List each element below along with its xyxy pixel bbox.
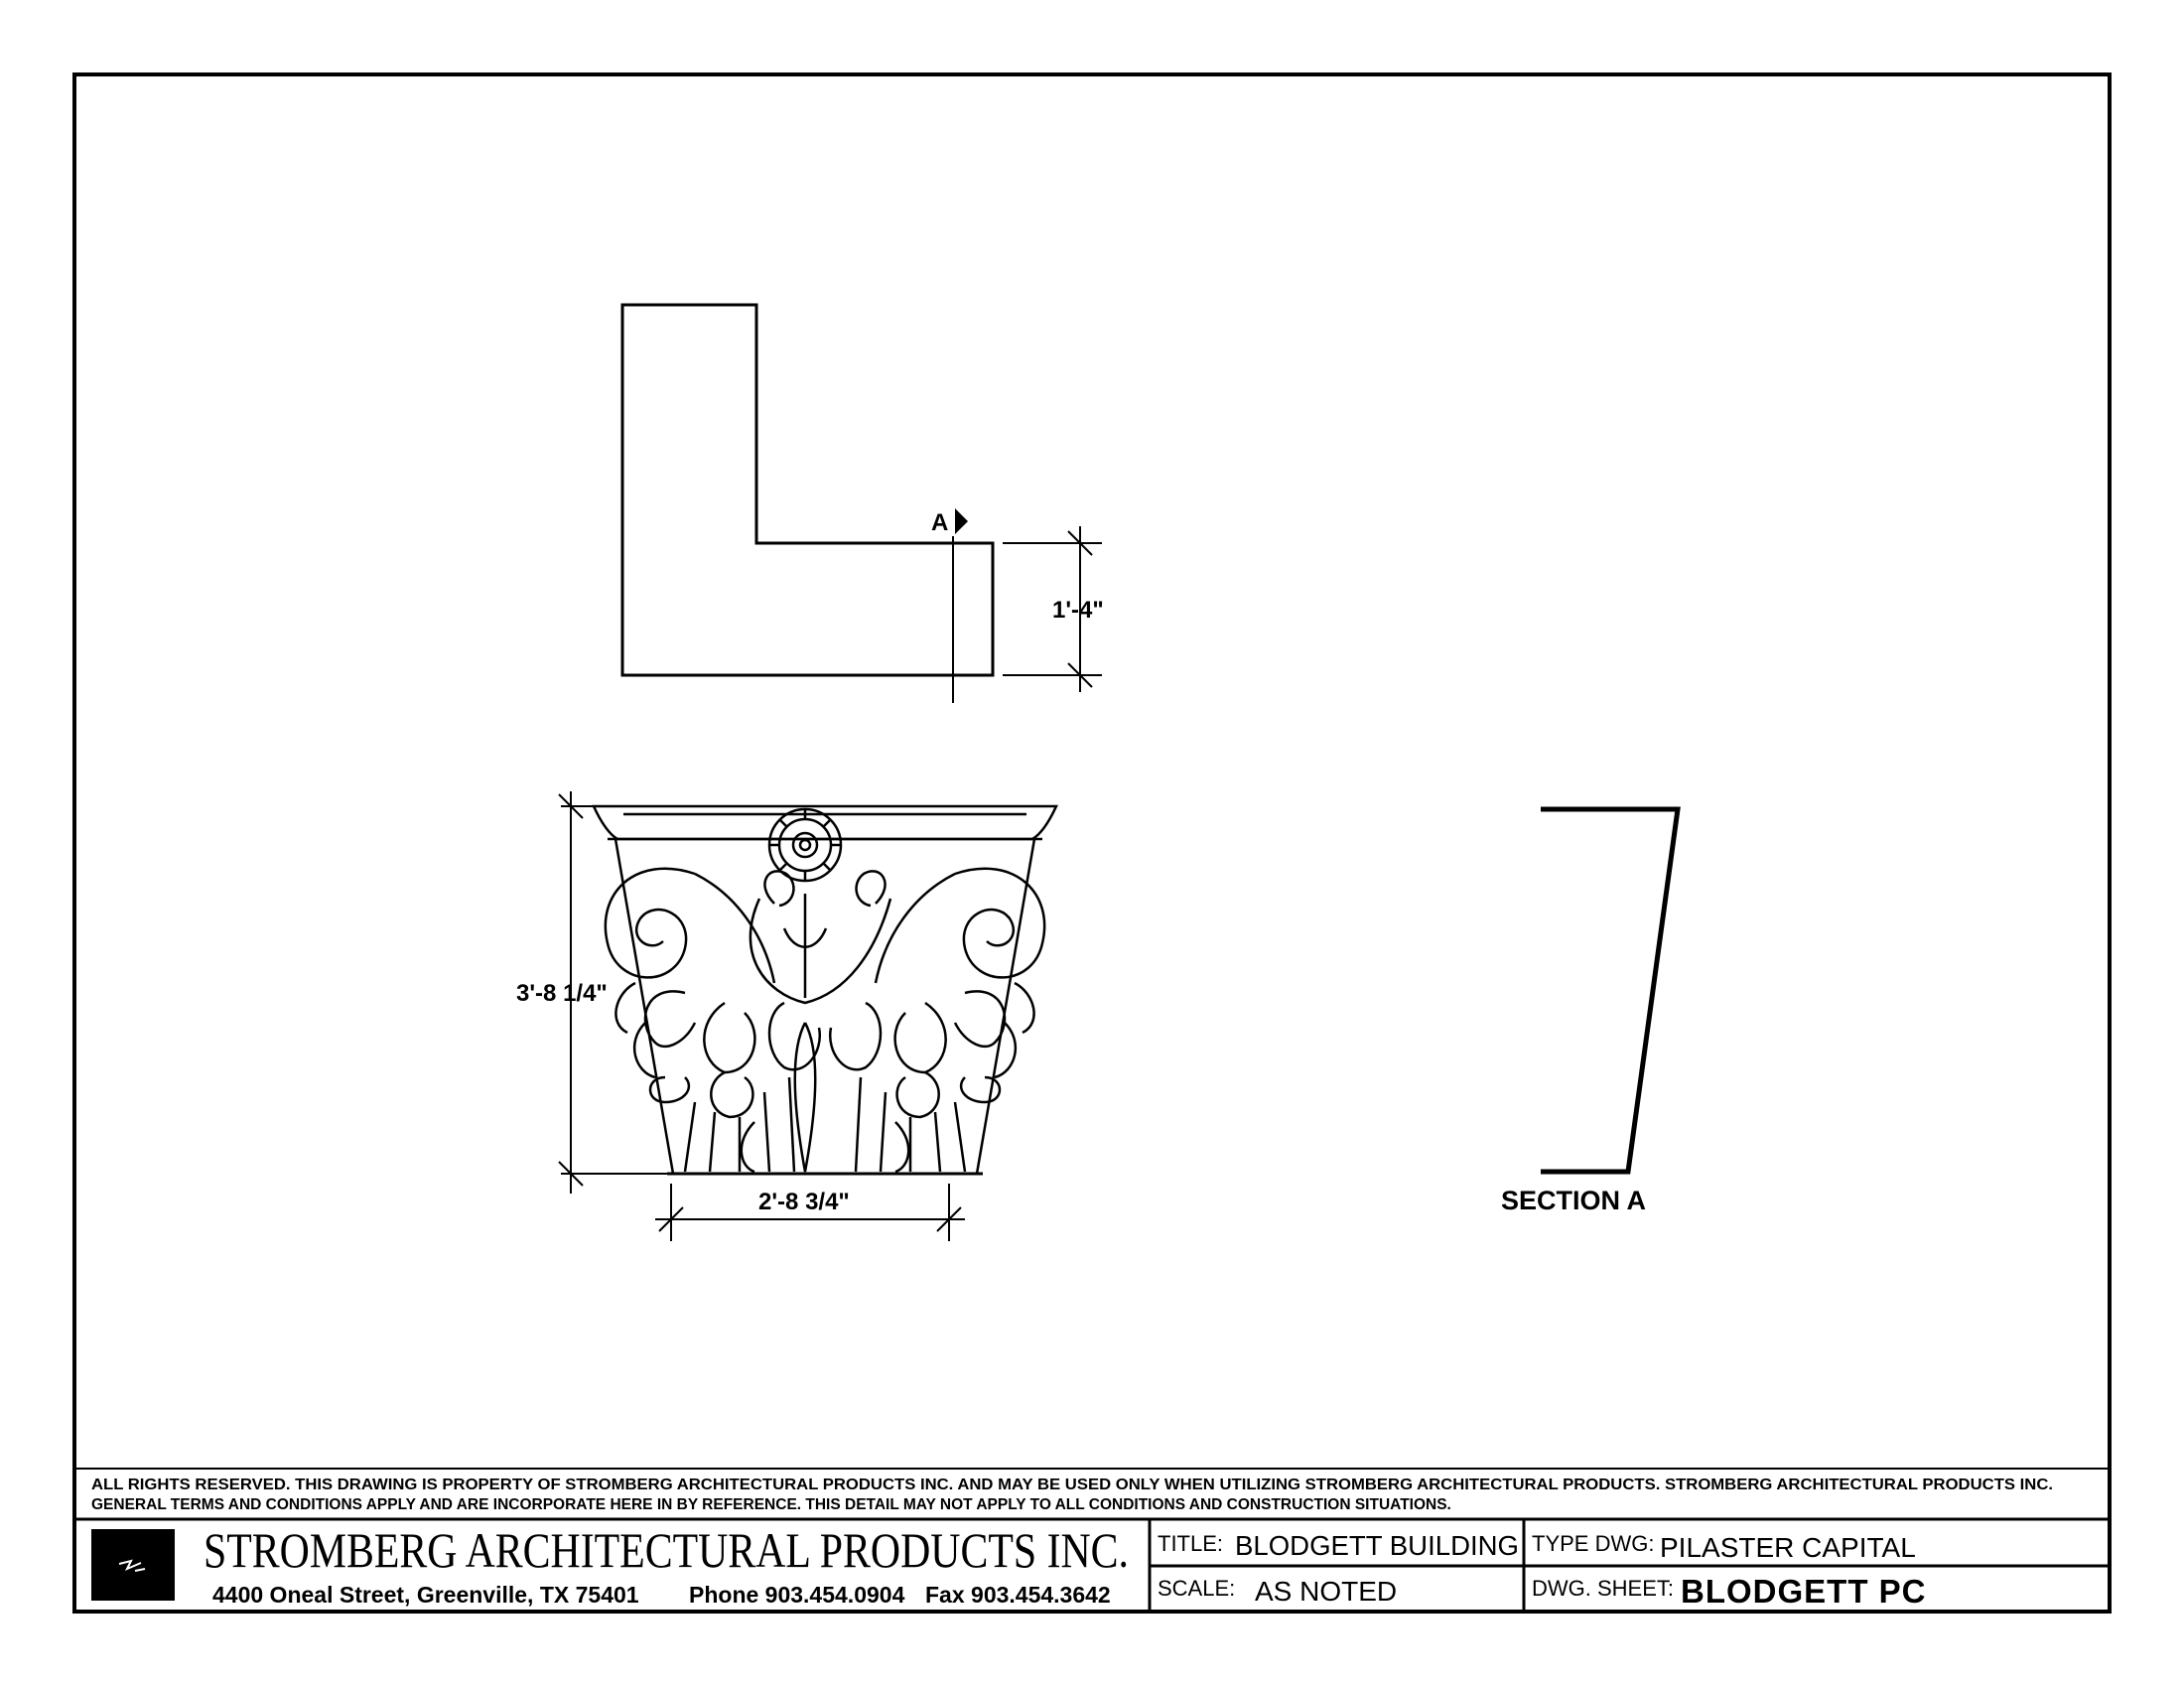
section-arrow-icon	[955, 508, 968, 534]
plan-view	[620, 303, 1102, 703]
company-phone: Phone 903.454.0904	[689, 1582, 905, 1608]
right-volute	[874, 867, 1046, 1035]
capital-elevation	[592, 804, 1058, 1176]
rosette-ornament	[767, 807, 843, 883]
title-block	[74, 1517, 2110, 1612]
company-fax: Fax 903.454.3642	[925, 1582, 1111, 1608]
company-logo	[91, 1529, 175, 1601]
lower-acanthus-leaves	[648, 1022, 1002, 1174]
left-volute	[604, 867, 776, 1035]
scale-label: SCALE:	[1158, 1576, 1235, 1601]
plan-dimension-label: 1'-4"	[1052, 597, 1104, 624]
width-dimension-label: 2'-8 3/4"	[758, 1189, 850, 1215]
title-value: BLODGETT BUILDING	[1235, 1530, 1519, 1561]
logo-mark-icon	[118, 1559, 146, 1572]
title-label: TITLE:	[1158, 1531, 1223, 1556]
company-name: STROMBERG ARCHITECTURAL PRODUCTS INC.	[204, 1522, 1129, 1578]
sheet-border	[72, 72, 2112, 1614]
section-a-profile	[1541, 806, 1681, 1175]
dwg-sheet-value: BLODGETT PC	[1681, 1573, 1927, 1610]
rights-notice-line1: ALL RIGHTS RESERVED. THIS DRAWING IS PRO…	[91, 1477, 2053, 1493]
type-dwg-label: TYPE DWG:	[1532, 1531, 1654, 1556]
scale-value: AS NOTED	[1255, 1576, 1397, 1607]
elevation-dimensions	[558, 791, 965, 1241]
company-address: 4400 Oneal Street, Greenville, TX 75401	[212, 1582, 639, 1608]
rights-notice-line2: GENERAL TERMS AND CONDITIONS APPLY AND A…	[91, 1496, 1451, 1513]
center-helices	[749, 870, 892, 1005]
section-marker-label: A	[931, 509, 948, 536]
type-dwg-value: PILASTER CAPITAL	[1660, 1532, 1916, 1563]
capital-abacus	[592, 804, 1058, 841]
section-a-label: SECTION A	[1501, 1186, 1646, 1215]
dwg-sheet-label: DWG. SHEET:	[1532, 1576, 1674, 1601]
plan-outline	[620, 303, 995, 677]
height-dimension-label: 3'-8 1/4"	[516, 980, 608, 1007]
upper-acanthus-leaves	[633, 990, 1017, 1079]
